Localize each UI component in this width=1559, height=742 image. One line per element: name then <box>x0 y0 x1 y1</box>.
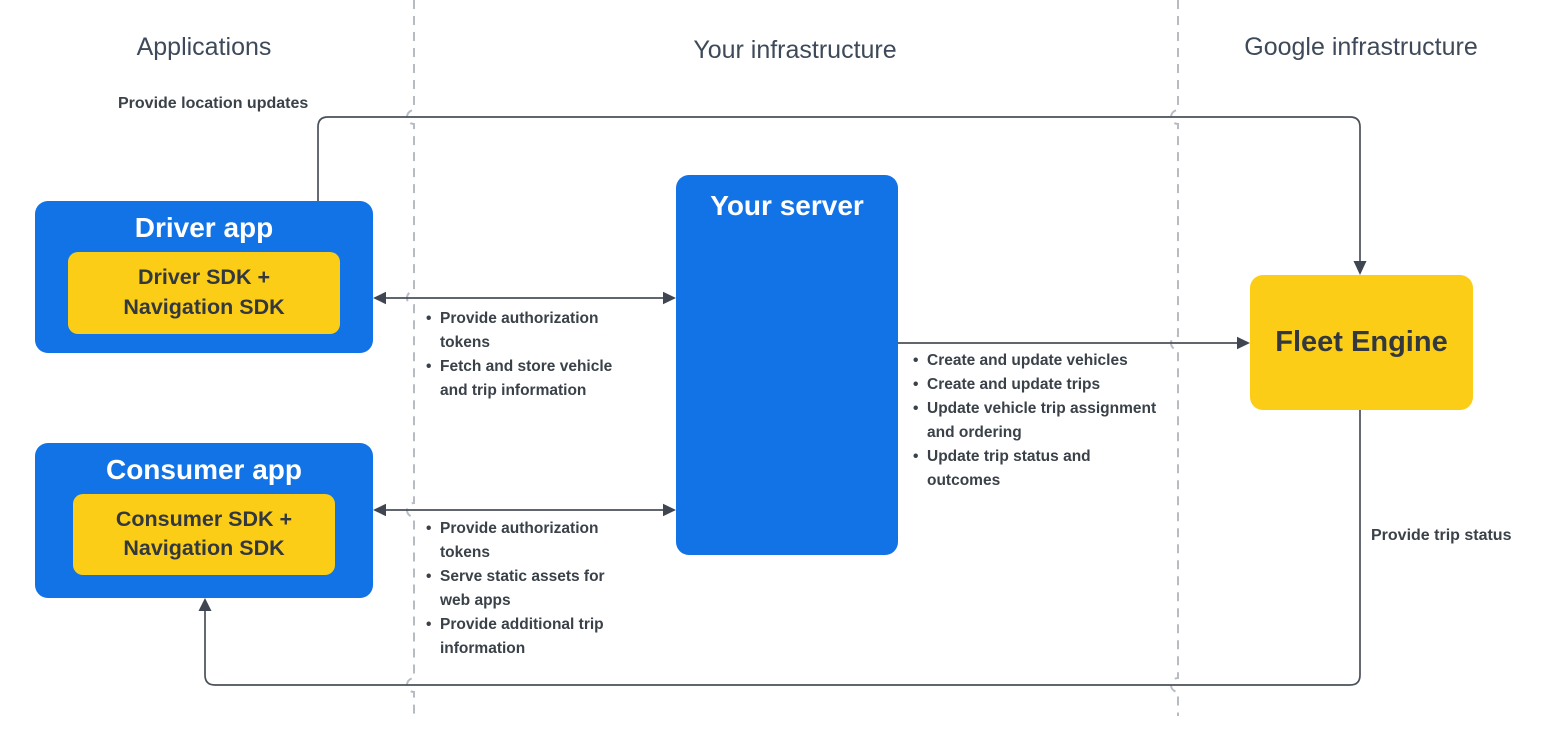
arrow-driver-server <box>373 291 676 305</box>
server-fleet-notes: Create and update vehicles Create and up… <box>913 349 1161 493</box>
fleet-engine-box: Fleet Engine <box>1250 275 1473 410</box>
note-item: Fetch and store vehicle and trip informa… <box>426 355 626 403</box>
arrow-consumer-server <box>373 503 676 517</box>
note-item: Provide additional trip information <box>426 613 614 661</box>
driver-sdk-box: Driver SDK + Navigation SDK <box>68 251 340 334</box>
note-item: Create and update vehicles <box>913 349 1161 373</box>
driver-server-notes: Provide authorization tokens Fetch and s… <box>426 307 626 403</box>
column-header-your-infrastructure: Your infrastructure <box>693 36 897 64</box>
consumer-app-title: Consumer app <box>105 454 303 485</box>
consumer-sdk-box: Consumer SDK + Navigation SDK <box>73 493 335 575</box>
note-item: Update vehicle trip assignment and order… <box>913 397 1161 445</box>
your-server-title: Your server <box>710 190 864 221</box>
arrow-server-fleet <box>898 336 1250 350</box>
fleet-engine-title: Fleet Engine <box>1275 326 1448 358</box>
arrow-provide-trip-status <box>198 410 1361 686</box>
your-server-box: Your server <box>676 175 898 555</box>
column-divider-right <box>1170 0 1179 716</box>
consumer-server-notes: Provide authorization tokens Serve stati… <box>426 517 614 661</box>
column-header-applications: Applications <box>136 33 272 61</box>
note-item: Provide authorization tokens <box>426 517 614 565</box>
note-item: Provide authorization tokens <box>426 307 626 355</box>
column-divider-left <box>406 0 415 716</box>
label-provide-location-updates: Provide location updates <box>118 95 309 112</box>
column-header-google-infrastructure: Google infrastructure <box>1244 33 1478 61</box>
note-item: Update trip status and outcomes <box>913 445 1161 493</box>
driver-app-box: Driver app Driver SDK + Navigation SDK <box>35 201 373 353</box>
arrow-provide-location-updates <box>317 116 1367 275</box>
note-item: Serve static assets for web apps <box>426 565 614 613</box>
consumer-app-box: Consumer app Consumer SDK + Navigation S… <box>35 443 373 598</box>
note-item: Create and update trips <box>913 373 1161 397</box>
driver-app-title: Driver app <box>134 212 274 243</box>
label-provide-trip-status: Provide trip status <box>1371 527 1512 544</box>
